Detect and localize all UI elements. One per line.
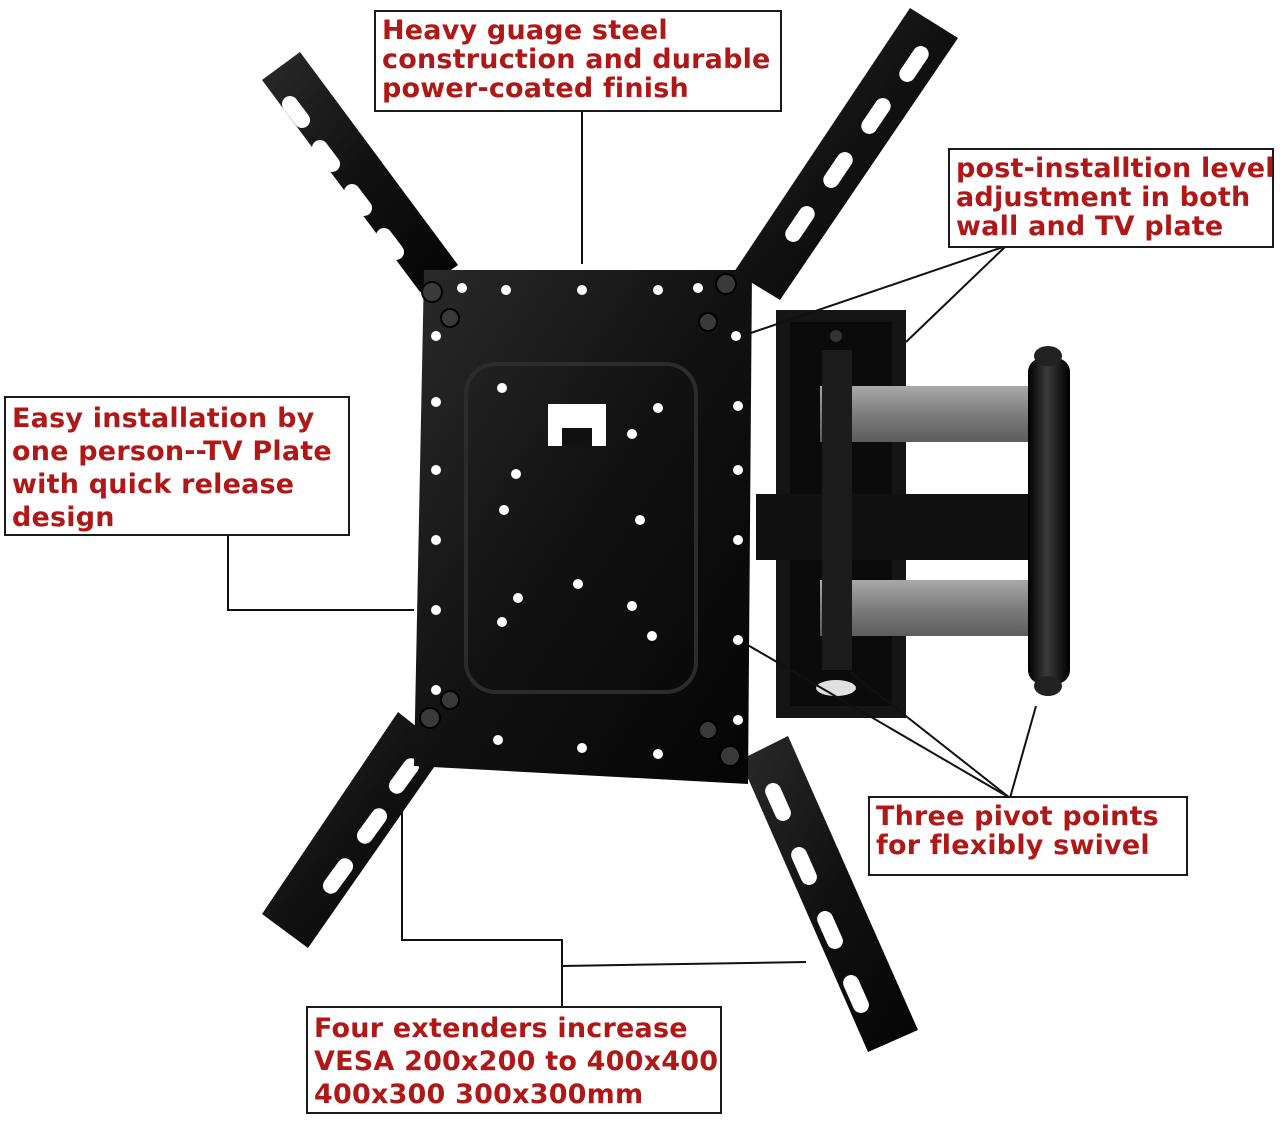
callout-easy-installation: Easy installation by one person--TV Plat… — [4, 396, 350, 536]
callout-pivot-points: Three pivot points for flexibly swivel — [868, 796, 1188, 876]
callout-text-line: with quick release — [12, 469, 295, 500]
callout-text-line: adjustment in both — [956, 182, 1251, 213]
extender-arm-upper-right — [734, 8, 958, 300]
extender-arm-lower-left — [262, 712, 446, 948]
callout-text-line: Heavy guage steel — [382, 15, 668, 46]
callout-text-line: Four extenders increase — [314, 1013, 688, 1044]
callout-four-extenders: Four extenders increase VESA 200x200 to … — [306, 1006, 722, 1114]
tv-plate — [414, 270, 752, 784]
callout-text-line: post-installtion level — [956, 153, 1275, 184]
callout-text-line: 400x300 300x300mm — [314, 1079, 644, 1110]
callout-text-line: power-coated finish — [382, 73, 689, 104]
callout-level-adjustment: post-installtion level adjustment in bot… — [948, 148, 1275, 248]
callout-text-line: for flexibly swivel — [876, 830, 1150, 861]
extender-arm-upper-left — [262, 52, 458, 292]
extender-arm-lower-right — [740, 736, 918, 1052]
callout-text-line: one person--TV Plate — [12, 436, 332, 467]
callout-text-line: wall and TV plate — [956, 211, 1224, 242]
callout-text-line: design — [12, 502, 115, 533]
callout-text-line: construction and durable — [382, 44, 771, 75]
callout-steel-construction: Heavy guage steel construction and durab… — [374, 10, 782, 112]
callout-text-line: Easy installation by — [12, 403, 315, 434]
leader-lines — [227, 110, 1037, 1008]
swing-arm — [756, 346, 1070, 696]
callout-text-line: VESA 200x200 to 400x400 — [314, 1046, 719, 1077]
callout-text-line: Three pivot points — [876, 801, 1159, 832]
